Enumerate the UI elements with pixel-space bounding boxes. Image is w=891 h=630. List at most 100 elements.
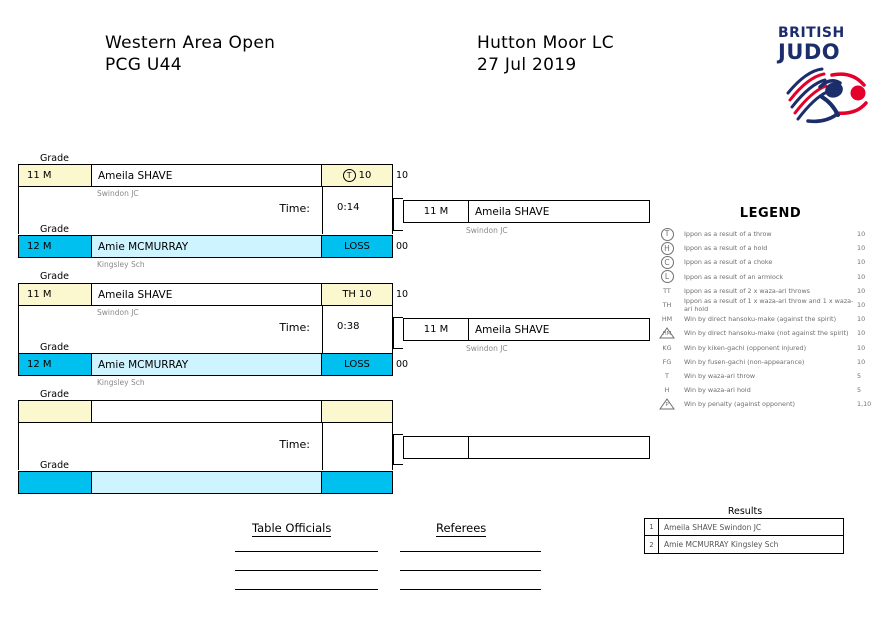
- legend-description: Ippon as a result of a hold: [684, 244, 768, 253]
- competitor-club: Kingsley Sch: [97, 378, 145, 387]
- legend-symbol-t-icon: T: [665, 371, 669, 380]
- legend-symbol-hm-icon: HM: [661, 315, 673, 324]
- winner-grade: 11 M: [404, 201, 469, 222]
- competitor-club: Kingsley Sch: [97, 260, 145, 269]
- legend-value: 10: [857, 329, 866, 338]
- referees-line[interactable]: [400, 551, 541, 552]
- divider: [322, 187, 323, 234]
- competitor-name: Ameila SHAVE: [92, 165, 322, 186]
- ippon-throw-hold-label: TH: [342, 289, 356, 300]
- legend-value: 10: [857, 343, 866, 352]
- legend-description: Ippon as a result of 1 x waza-ari throw …: [684, 297, 854, 314]
- winner-name: Ameila SHAVE: [475, 205, 550, 218]
- grade-label: Grade: [40, 224, 69, 235]
- competitor-row-top[interactable]: 11 M Ameila SHAVE T 10: [18, 164, 393, 187]
- competitor-row-bottom[interactable]: [18, 471, 393, 494]
- bracket-connector: [393, 464, 403, 465]
- external-score-top: 10: [396, 289, 409, 300]
- score-value: 10: [358, 289, 372, 300]
- competitor-score: LOSS: [322, 236, 392, 257]
- winner-box[interactable]: 11 M Ameila SHAVE: [403, 318, 650, 341]
- legend-value: 10: [857, 230, 866, 239]
- match-time-box: Time: 0:14: [18, 187, 393, 234]
- legend-symbol-hm-icon: HM: [650, 327, 684, 339]
- competitor-row-bottom[interactable]: 12 M Amie MCMURRAY LOSS: [18, 235, 393, 258]
- legend-symbol-tt-icon: TT: [663, 286, 671, 295]
- table-officials-heading: Table Officials: [252, 521, 332, 537]
- logo-text-british: BRITISH: [778, 25, 845, 41]
- winner-box[interactable]: [403, 436, 650, 459]
- legend-symbol-th-icon: TH: [662, 301, 672, 310]
- legend-description: Win by waza-ari throw: [684, 371, 756, 380]
- table-officials-line[interactable]: [235, 589, 378, 590]
- legend-symbol-h-icon: H: [650, 241, 684, 255]
- competitor-grade: [19, 401, 92, 422]
- bracket-connector: [393, 230, 403, 231]
- competitor-row-bottom[interactable]: 12 M Amie MCMURRAY LOSS: [18, 353, 393, 376]
- bracket-connector: [393, 434, 403, 435]
- competitor-score: T 10: [322, 165, 392, 186]
- legend-value: 10: [857, 315, 866, 324]
- competitor-grade: 11 M: [19, 284, 92, 305]
- bracket-connector: [393, 317, 403, 318]
- referees-heading: Referees: [436, 521, 487, 537]
- competitor-name: [92, 401, 322, 422]
- time-label: Time:: [279, 321, 310, 334]
- result-competitor: Ameila SHAVE Swindon JC: [664, 522, 762, 532]
- legend-value: 10: [857, 244, 866, 253]
- legend-symbol-c-icon: C: [650, 255, 684, 269]
- legend-description: Ippon as a result of 2 x waza-ari throws: [684, 286, 811, 295]
- event-title-block: Western Area Open PCG U44: [105, 32, 275, 76]
- competitor-name: Amie MCMURRAY: [92, 354, 322, 375]
- legend-symbol-fg-icon: FG: [662, 357, 672, 366]
- legend-description: Win by waza-ari hold: [684, 386, 751, 395]
- competitor-score: [322, 401, 392, 422]
- grade-label: Grade: [40, 271, 69, 282]
- external-score-top: 10: [396, 170, 409, 181]
- legend-value: 10: [857, 286, 866, 295]
- legend-description: Ippon as a result of an armlock: [684, 272, 784, 281]
- result-rank: 1: [645, 519, 659, 535]
- legend-symbol-p-icon: P: [650, 398, 684, 410]
- event-venue-block: Hutton Moor LC 27 Jul 2019: [477, 32, 614, 76]
- legend-value: 10: [857, 258, 866, 267]
- winner-grade: 11 M: [404, 319, 469, 340]
- competitor-grade: 12 M: [19, 236, 92, 257]
- referees-line[interactable]: [400, 570, 541, 571]
- competitor-club: Swindon JC: [97, 308, 139, 317]
- competitor-name: [92, 472, 322, 493]
- competitor-row-top[interactable]: [18, 400, 393, 423]
- referees-line[interactable]: [400, 589, 541, 590]
- match-time-box: Time:: [18, 423, 393, 470]
- table-officials-line[interactable]: [235, 551, 378, 552]
- score-value: 10: [358, 170, 372, 181]
- winner-box[interactable]: 11 M Ameila SHAVE: [403, 200, 650, 223]
- competitor-row-top[interactable]: 11 M Ameila SHAVE TH 10: [18, 283, 393, 306]
- grade-label: Grade: [40, 342, 69, 353]
- legend-row: TT Ippon as a result of 2 x waza-ari thro…: [650, 284, 891, 298]
- divider: [322, 306, 323, 353]
- competitor-score: [322, 472, 392, 493]
- table-officials-line[interactable]: [235, 570, 378, 571]
- event-date: 27 Jul 2019: [477, 55, 577, 75]
- competitor-score: LOSS: [322, 354, 392, 375]
- bracket-connector: [393, 198, 394, 230]
- legend-value: 10: [857, 301, 866, 310]
- legend-value: 10: [857, 357, 866, 366]
- legend-row: TH Ippon as a result of 1 x waza-ari thro…: [650, 297, 891, 314]
- grade-label: Grade: [40, 460, 69, 471]
- legend-description: Ippon as a result of a choke: [684, 258, 773, 267]
- venue-name: Hutton Moor LC: [477, 33, 614, 53]
